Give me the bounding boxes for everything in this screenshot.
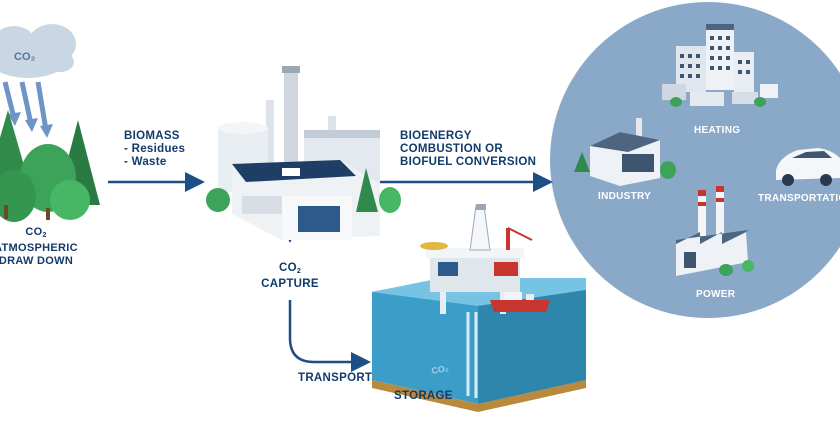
factory-icon — [574, 118, 676, 186]
water-co2-text: CO₂ — [431, 363, 450, 376]
forest-icon — [0, 110, 100, 222]
biomass-title: BIOMASS — [124, 130, 180, 142]
transport-label: TRANSPORT — [298, 372, 373, 384]
transportation-label: TRANSPORTATION — [758, 193, 840, 204]
cloud-co2-text: CO₂ — [14, 51, 36, 63]
heating-label: HEATING — [694, 125, 741, 136]
atmospheric-line: ATMOSPHERIC — [0, 242, 78, 254]
power-label: POWER — [696, 289, 736, 300]
co2-capture-label: CO2 CAPTURE — [250, 262, 330, 291]
bioenergy-label: BIOENERGY COMBUSTION OR BIOFUEL CONVERSI… — [400, 130, 536, 169]
bioenergy-line3: BIOFUEL CONVERSION — [400, 156, 537, 168]
power-plant-icon — [676, 186, 754, 276]
city-buildings-icon — [662, 24, 778, 107]
ship-icon — [490, 292, 550, 312]
capture-co2-text: CO — [278, 262, 297, 274]
biomass-residues: - Residues — [124, 143, 186, 155]
bioenergy-line2: COMBUSTION OR — [400, 143, 503, 155]
car-icon — [776, 148, 840, 186]
arrow-to-storage — [288, 300, 371, 372]
industry-label: INDUSTRY — [598, 191, 652, 202]
drawdown-line: DRAW DOWN — [0, 255, 74, 267]
atmospheric-drawdown-label: CO2 ATMOSPHERIC DRAW DOWN — [0, 226, 92, 268]
uses-circle — [550, 2, 840, 318]
capture-line: CAPTURE — [261, 278, 319, 290]
bioenergy-plant-icon — [206, 66, 401, 240]
biomass-label: BIOMASS - Residues - Waste — [124, 130, 185, 169]
co2-cloud-icon — [0, 24, 76, 78]
capture-co2-sub: 2 — [296, 268, 302, 275]
storage-label: STORAGE — [394, 390, 453, 402]
drawdown-arrows-icon — [2, 81, 53, 138]
atmospheric-co2-text: CO — [25, 226, 43, 238]
bioenergy-line1: BIOENERGY — [400, 130, 472, 142]
biomass-waste: - Waste — [124, 156, 167, 168]
atmospheric-co2-sub: 2 — [42, 232, 47, 239]
